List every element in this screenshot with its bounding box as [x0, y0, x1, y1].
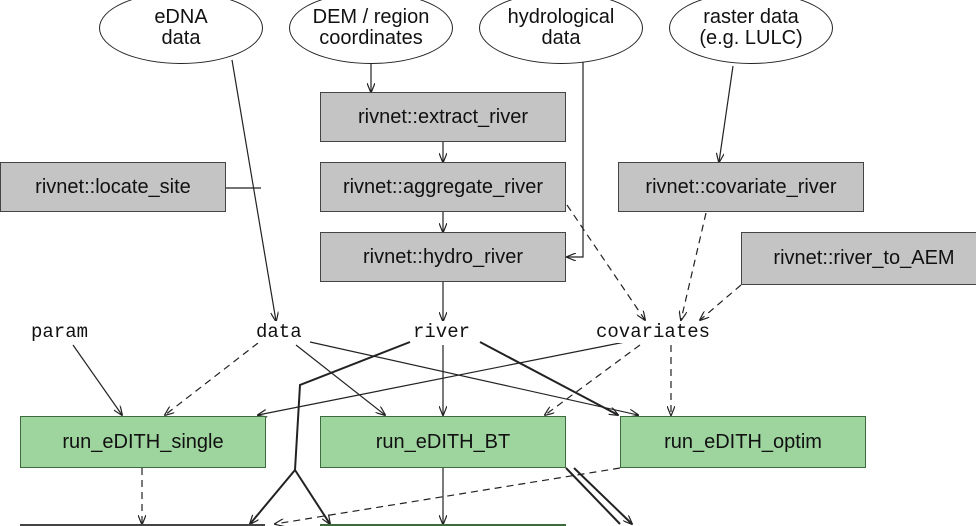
edge-raster-covariate [719, 65, 734, 162]
input-edna-data: eDNA data [99, 0, 263, 64]
input-dem-coordinates: DEM / region coordinates [289, 0, 453, 64]
edge-param-single [72, 344, 122, 415]
box-aggregate-river: rivnet::aggregate_river [320, 162, 566, 212]
edge-data-bt [295, 344, 385, 415]
edge-data-single [165, 342, 259, 415]
edge-bt-right2 [573, 467, 632, 524]
box-extract-river: rivnet::extract_river [320, 92, 566, 142]
edge-edna-data [231, 59, 276, 321]
box-run-edith-single: run_eDITH_single [20, 416, 266, 468]
edge-aem-covariates [700, 284, 742, 320]
edge-aggregate-covariates [566, 204, 645, 320]
var-river: river [411, 321, 473, 343]
var-param: param [29, 321, 91, 343]
edge-river-optim [479, 341, 618, 415]
edge-covariates-bt [545, 344, 641, 415]
box-covariate-river: rivnet::covariate_river [618, 162, 864, 212]
edge-river-cross [294, 469, 330, 524]
edge-data-optim [309, 341, 638, 415]
box-hydro-river: rivnet::hydro_river [320, 232, 566, 282]
box-locate-site: rivnet::locate_site [0, 162, 226, 212]
input-raster-data: raster data (e.g. LULC) [669, 0, 833, 64]
edge-covariate-covariates [681, 212, 707, 320]
edge-hydrodata-hydro [567, 62, 584, 257]
input-hydrological-data: hydrological data [479, 0, 643, 64]
edge-bt-right [565, 467, 621, 525]
box-run-edith-bt: run_eDITH_BT [320, 416, 566, 468]
box-river-to-aem: rivnet::river_to_AEM [741, 232, 976, 285]
edge-optim-down [275, 467, 621, 524]
box-run-edith-optim: run_eDITH_optim [620, 416, 866, 468]
var-covariates: covariates [594, 321, 713, 343]
var-data: data [254, 321, 304, 343]
edge-covariates-single [258, 341, 626, 415]
edge-river-single [250, 341, 411, 524]
